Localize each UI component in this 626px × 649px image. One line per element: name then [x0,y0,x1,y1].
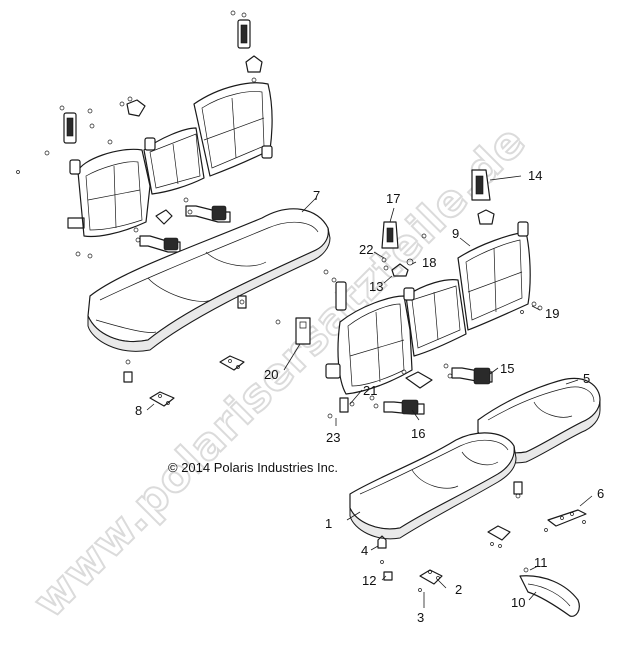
callout-3: 3 [417,610,424,625]
latch-bracket-14 [471,169,495,225]
callout-4: 4 [361,543,368,558]
callout-1: 1 [325,516,332,531]
callout-18: 18 [422,255,436,270]
seatbelt-16 [369,395,425,415]
callout-19: 19 [545,306,559,321]
rear-seat-cushion [87,208,331,352]
seatbelt-buckles-left [133,197,231,253]
front-seat-assembly [275,169,601,617]
hinge-hardware [16,96,151,174]
callout-9: 9 [452,226,459,241]
seatbelt-15 [401,363,493,389]
seat-cushion-5 [477,377,601,464]
rear-fasteners [123,295,247,407]
callout-21: 21 [363,383,377,398]
callout-8: 8 [135,403,142,418]
callout-2: 2 [455,582,462,597]
latch-bracket-17 [381,221,427,249]
callout-15: 15 [500,361,514,376]
upper-latch-bracket [230,10,263,83]
rear-seat-left-assembly [16,10,331,407]
callout-11: 11 [534,555,548,570]
seat-cushion-1 [349,432,517,540]
hardware-18-22 [323,257,414,283]
copyright-text: © 2014 Polaris Industries Inc. [168,460,338,475]
callout-17: 17 [386,191,400,206]
callout-5: 5 [583,371,590,386]
callout-22: 22 [359,242,373,257]
callout-7: 7 [313,188,320,203]
rear-backrest-left [67,82,273,259]
callout-12: 12 [362,573,376,588]
callout-20: 20 [264,367,278,382]
bracket-20 [275,317,311,345]
callout-6: 6 [597,486,604,501]
hardware-21-23 [327,397,355,419]
leader-lines [146,175,593,608]
callout-14: 14 [528,168,542,183]
callout-16: 16 [411,426,425,441]
callout-13: 13 [369,279,383,294]
callout-10: 10 [511,595,525,610]
front-backrest [325,221,543,395]
lower-hardware [377,481,587,617]
callout-labels: 1 2 3 4 5 6 7 8 9 10 11 12 13 14 15 16 1… [135,168,604,625]
callout-23: 23 [326,430,340,445]
